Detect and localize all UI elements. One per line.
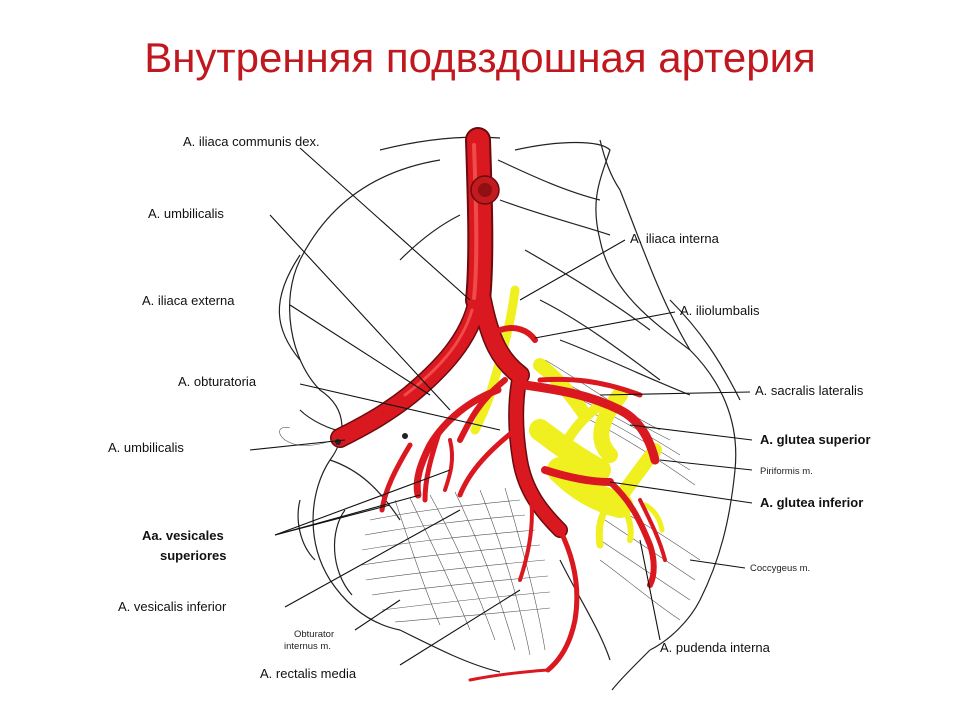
label-obturator-2: internus m. bbox=[284, 641, 331, 652]
muscle-fibers bbox=[361, 359, 701, 656]
label-umbilicalis-bottom: A. umbilicalis bbox=[108, 440, 184, 455]
label-sacralis-lateralis: A. sacralis lateralis bbox=[755, 383, 864, 398]
label-iliaca-externa: A. iliaca externa bbox=[142, 293, 235, 308]
label-vesicales-1: Aa. vesicales bbox=[142, 528, 224, 543]
anterior-trunk bbox=[509, 368, 567, 537]
label-umbilicalis-top: A. umbilicalis bbox=[148, 206, 224, 221]
label-obturator-1: Obturator bbox=[294, 629, 334, 640]
arteries bbox=[279, 127, 667, 682]
a-sacralis-lateralis bbox=[537, 376, 643, 398]
labels: A. iliaca communis dex. A. umbilicalis A… bbox=[108, 134, 871, 681]
label-piriformis: Piriformis m. bbox=[760, 466, 813, 477]
label-iliolumbalis: A. iliolumbalis bbox=[680, 303, 760, 318]
a-obturatoria bbox=[457, 377, 508, 443]
a-umbilicalis bbox=[413, 386, 502, 499]
a-iliaca-externa bbox=[331, 291, 487, 447]
a-iliaca-interna bbox=[473, 291, 529, 384]
a-glutea-superior bbox=[520, 380, 660, 465]
a-pudenda-interna bbox=[607, 479, 657, 588]
a-glutea-inferior bbox=[541, 466, 614, 486]
label-glutea-inferior: A. glutea inferior bbox=[760, 495, 863, 510]
label-vesicalis-inferior: A. vesicalis inferior bbox=[118, 599, 227, 614]
a-vesicalis-inferior bbox=[457, 427, 518, 498]
a-iliaca-communis bbox=[467, 129, 492, 311]
label-iliaca-interna: A. iliaca interna bbox=[630, 231, 720, 246]
leader-lines bbox=[249, 147, 753, 666]
label-iliaca-communis: A. iliaca communis dex. bbox=[183, 134, 320, 149]
a-rectalis-media bbox=[545, 527, 580, 673]
label-coccygeus: Coccygeus m. bbox=[750, 563, 810, 574]
label-pudenda-interna: A. pudenda interna bbox=[660, 640, 771, 655]
label-glutea-superior: A. glutea superior bbox=[760, 432, 871, 447]
label-rectalis-media: A. rectalis media bbox=[260, 666, 357, 681]
label-vesicales-2: superiores bbox=[160, 548, 226, 563]
page-title: Внутренняя подвздошная артерия bbox=[144, 34, 816, 81]
label-obturatoria: A. obturatoria bbox=[178, 374, 257, 389]
a-iliolumbalis bbox=[497, 325, 538, 343]
